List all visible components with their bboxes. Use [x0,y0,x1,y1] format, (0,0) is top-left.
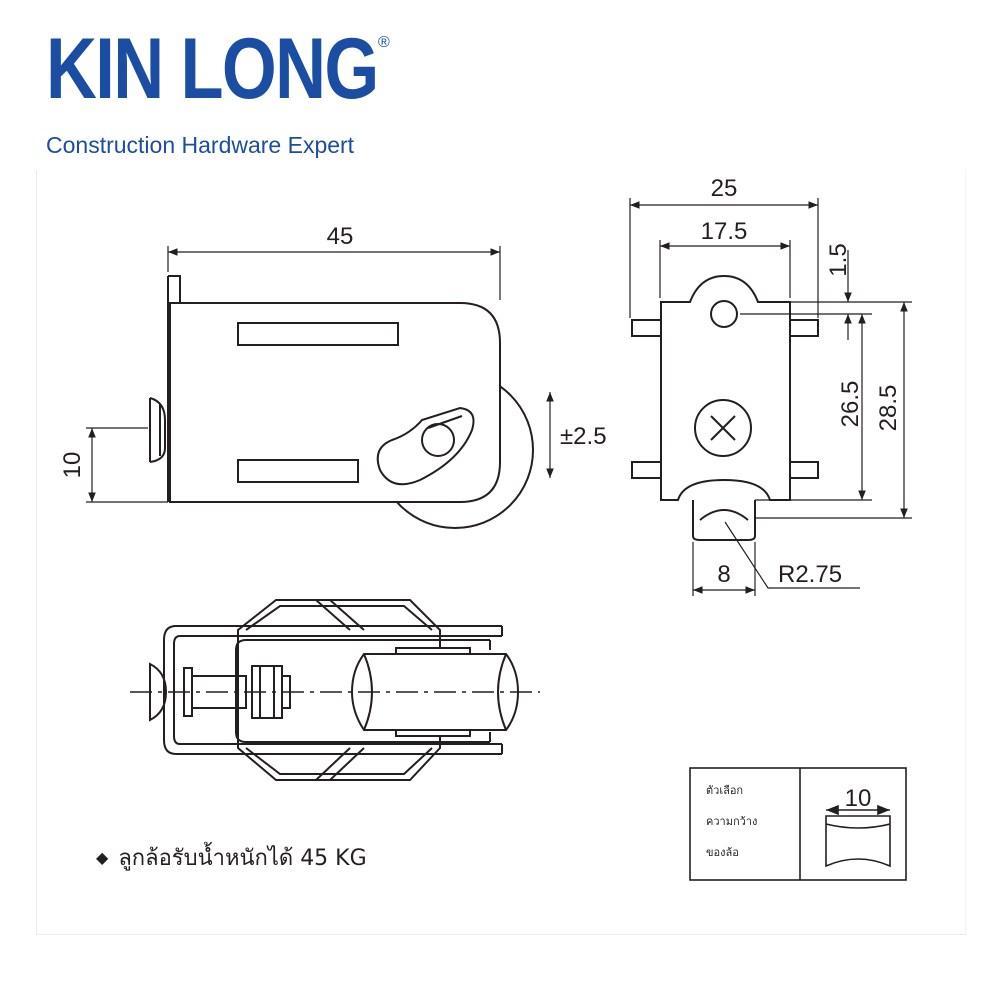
front-dimensions [629,198,912,596]
registered-mark: ® [378,34,390,51]
front-screw [694,399,752,457]
top-bolt-head [149,662,168,722]
option-table [689,767,907,881]
top-view [149,599,520,781]
diamond-bullet-icon: ◆ [96,848,109,867]
load-capacity-text: ลูกล้อรับน้ำหนักได้ 45 KG [118,846,367,871]
dim-groove-radius: R2.75 [778,561,842,588]
option-label-line-2: ความกว้าง [706,815,757,828]
side-view [149,275,534,529]
dim-height-total: 28.5 [875,385,902,432]
dim-hole-offset: 1.5 [825,243,852,276]
brand-tagline: Construction Hardware Expert [46,132,355,158]
front-wheel [692,500,756,541]
dim-wheel-width: 8 [717,561,730,588]
option-label-line-1: ตัวเลือก [706,784,743,797]
dim-side-height: 10 [59,452,86,479]
top-bracket-inner [235,639,490,743]
dim-front-inner-width: 17.5 [701,218,748,245]
side-adjust-slot [376,406,475,486]
top-bracket-outer [163,625,502,755]
side-bolt-head [149,397,166,463]
side-dimensions [86,246,554,503]
front-axle-hole [710,300,738,328]
dim-adjust-range: ±2.5 [560,423,607,450]
dim-side-width: 45 [327,223,354,250]
front-view [631,274,819,541]
side-slot-top [237,322,399,346]
option-wheel-sketch [825,815,891,868]
side-body [169,302,501,503]
load-capacity-note: ◆ ลูกล้อรับน้ำหนักได้ 45 KG [96,840,367,875]
brand-logo: KIN LONG [46,21,379,117]
top-outer-plate [237,599,441,781]
dim-height-to-wheel: 26.5 [837,381,864,428]
option-width-value: 10 [845,785,872,812]
dim-front-width: 25 [711,175,738,202]
front-body [660,274,791,501]
drawing-frame [36,170,966,935]
side-slot-bottom [237,459,359,483]
option-label-line-3: ของล้อ [706,846,739,859]
